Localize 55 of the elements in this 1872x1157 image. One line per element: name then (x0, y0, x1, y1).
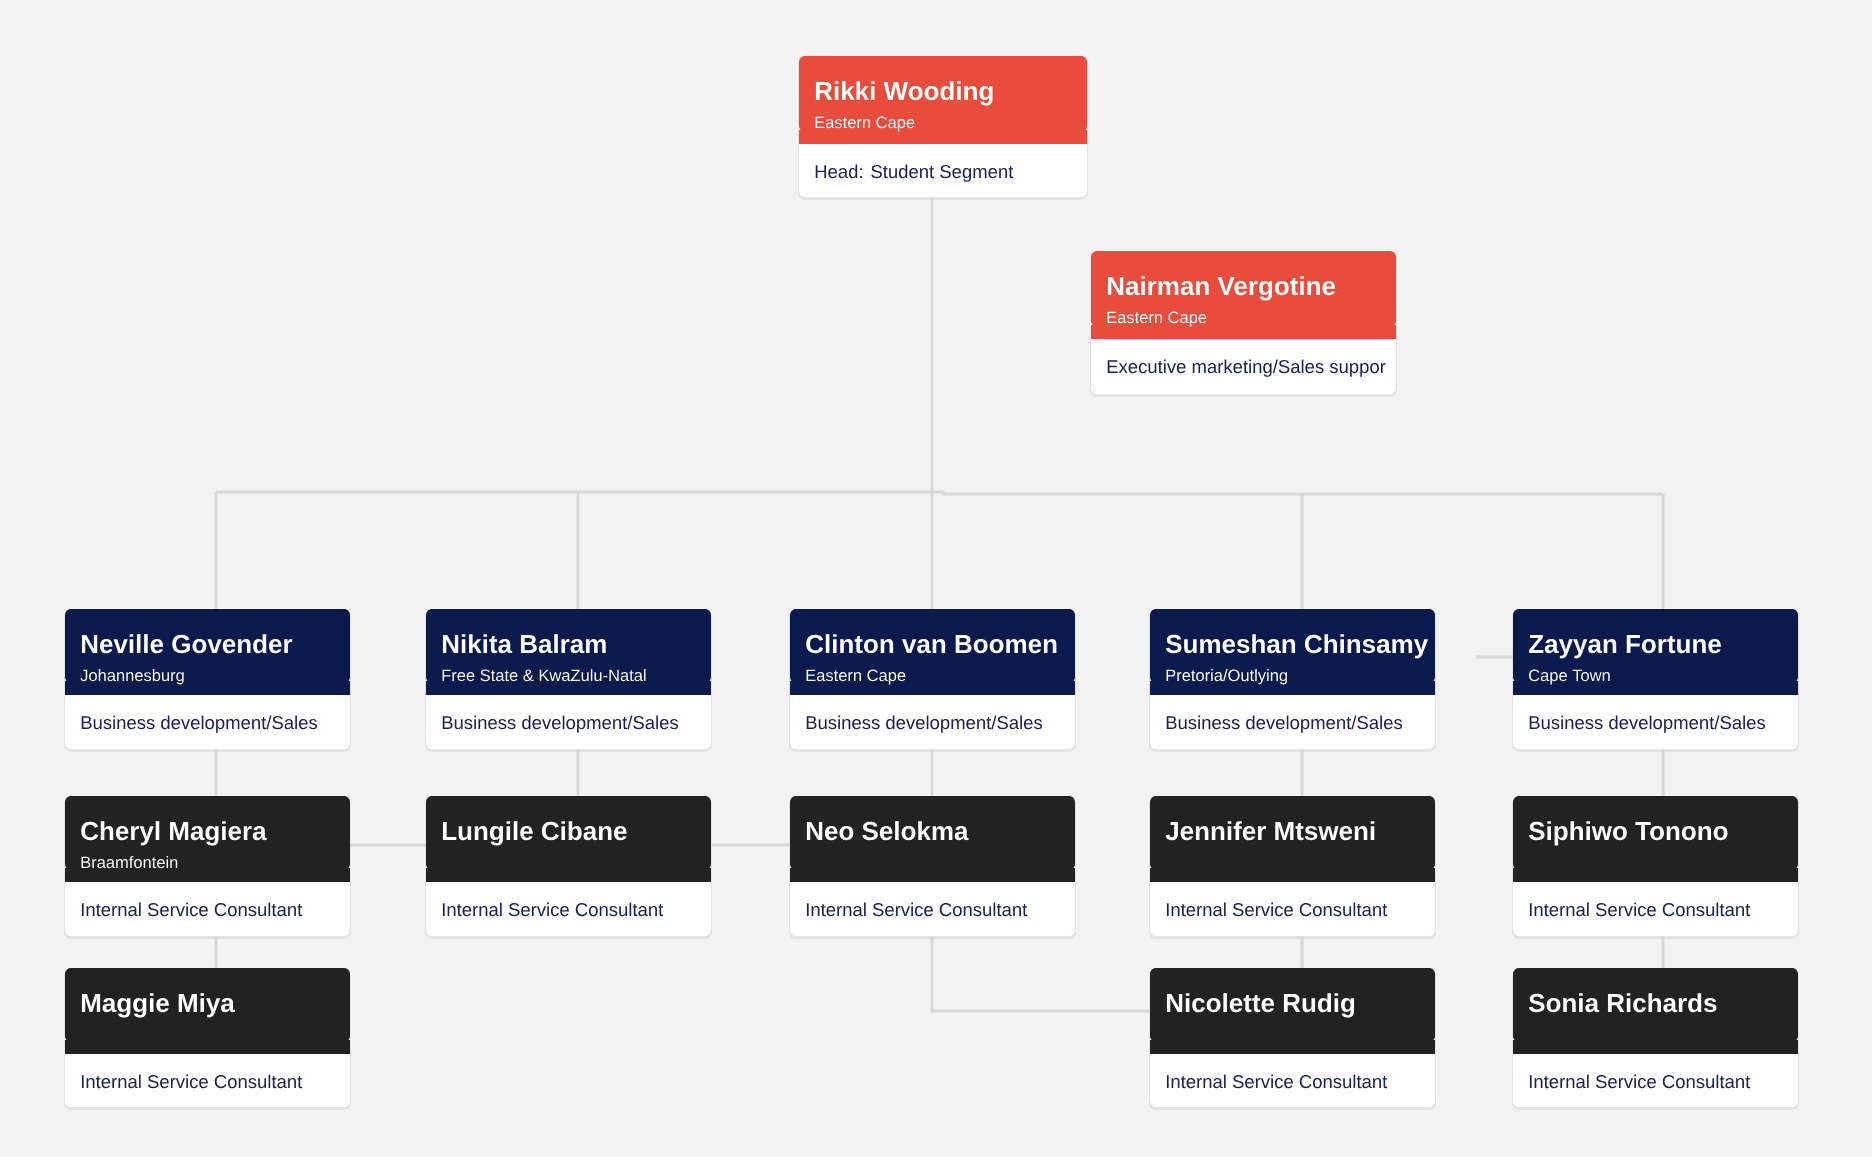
location-text: Braamfontein (81, 856, 178, 869)
person-name: Sonia Richards (1528, 993, 1717, 1013)
job-title: Head: Student Segment (815, 164, 1014, 182)
person-card (1149, 968, 1436, 1110)
person-name: Maggie Miya (81, 993, 235, 1018)
person-card (64, 796, 351, 939)
location-text: Eastern Cape (815, 116, 915, 132)
location-text: Johannesburg (80, 669, 184, 685)
person-name: Nikita Balram (442, 634, 606, 654)
person-card (789, 796, 1076, 939)
person-card (1149, 796, 1436, 939)
job-title: Business development/Sales (806, 715, 1043, 733)
job-title: Internal Service Consultant (81, 1074, 303, 1089)
connector-line (930, 936, 1150, 1013)
job-title: Internal Service Consultant (1166, 1074, 1388, 1089)
job-title: Internal Service Consultant (806, 902, 1028, 917)
job-title: Internal Service Consultant (1166, 902, 1388, 917)
person-card (1512, 968, 1799, 1110)
person-name: Clinton van Boomen (806, 634, 1057, 654)
person-name: Lungile Cibane (442, 821, 627, 846)
job-title: Internal Service Consultant (1529, 902, 1751, 917)
person-name: Neo Selokma (806, 821, 969, 841)
person-card (798, 56, 1088, 200)
person-name: Siphiwo Tonono (1528, 821, 1728, 846)
location-text: Eastern Cape (806, 669, 906, 685)
person-name: Sumeshan Chinsamy (1165, 634, 1428, 659)
person-name: Cheryl Magiera (81, 821, 267, 846)
person-card (425, 609, 712, 752)
person-name: Nicolette Rudig (1166, 993, 1355, 1018)
person-name: Nairman Vergotine (1107, 276, 1336, 301)
job-title: Internal Service Consultant (442, 902, 664, 917)
person-card (1512, 796, 1799, 939)
job-title: Executive marketing/Sales suppor (1107, 359, 1386, 377)
location-text: Cape Town (1529, 669, 1610, 685)
location-text: Pretoria/Outlying (1166, 669, 1287, 685)
person-card (64, 609, 351, 752)
person-name: Rikki Wooding (815, 81, 993, 106)
job-title: Business development/Sales (1166, 715, 1403, 733)
person-card (789, 609, 1076, 752)
connector-line (214, 195, 1665, 609)
person-card (1090, 251, 1397, 397)
location-text: Free State & KwaZulu-Natal (442, 669, 646, 682)
job-title: Business development/Sales (1529, 715, 1766, 733)
location-text: Eastern Cape (1107, 311, 1207, 327)
job-title: Internal Service Consultant (1529, 1074, 1751, 1089)
person-card (1149, 609, 1436, 752)
person-name: Zayyan Fortune (1529, 635, 1721, 659)
job-title: Business development/Sales (442, 715, 679, 733)
person-card (425, 796, 712, 939)
person-card (64, 968, 351, 1110)
person-name: Jennifer Mtsweni (1165, 821, 1375, 841)
job-title: Business development/Sales (81, 715, 318, 733)
person-name: Neville Govender (81, 634, 293, 654)
job-title: Internal Service Consultant (81, 902, 303, 917)
person-card (1512, 609, 1799, 752)
